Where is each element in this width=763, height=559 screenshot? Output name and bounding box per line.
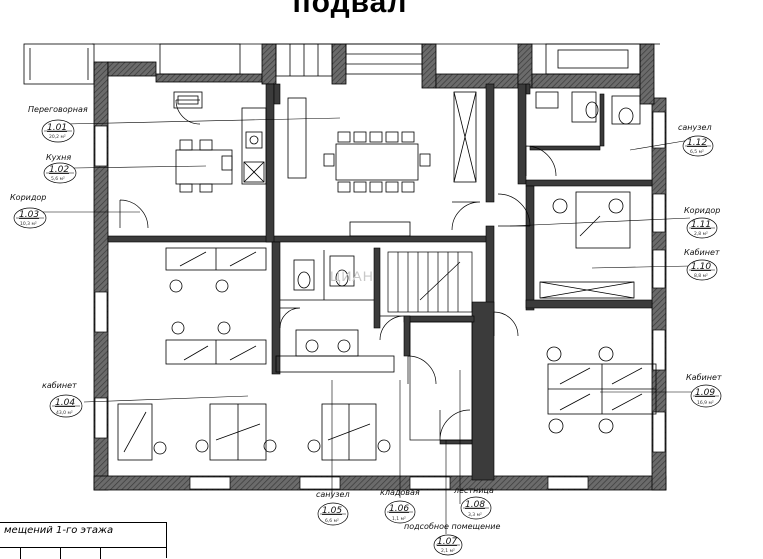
svg-text:кладовая: кладовая	[380, 488, 420, 497]
svg-text:Коридор: Коридор	[10, 193, 46, 202]
room-tag-1.10: Кабинет 1.10 8,8 м²	[684, 248, 720, 281]
room-tag-1.11: Коридор 1.11 2,8 м²	[684, 206, 720, 239]
svg-text:Кабинет: Кабинет	[684, 248, 720, 257]
svg-text:20,2 м²: 20,2 м²	[49, 134, 66, 140]
svg-text:санузел: санузел	[316, 490, 350, 499]
svg-text:2,1 м²: 2,1 м²	[441, 548, 455, 554]
svg-text:16,9 м²: 16,9 м²	[697, 400, 714, 406]
room-tag-1.06: кладовая 1.06 1,1 м²	[380, 488, 420, 524]
svg-text:кабинет: кабинет	[42, 381, 77, 390]
legend-cell	[20, 548, 61, 559]
svg-text:Кабинет: Кабинет	[686, 373, 722, 382]
legend-row	[0, 547, 166, 559]
legend-table: мещений 1-го этажа	[0, 522, 167, 559]
svg-text:1.06: 1.06	[389, 504, 409, 514]
svg-text:1.02: 1.02	[49, 165, 69, 175]
room-tag-1.01: Переговорная 1.01 20,2 м²	[28, 105, 88, 143]
furniture	[173, 91, 477, 237]
legend-caption: мещений 1-го этажа	[4, 525, 114, 536]
outer-walls	[93, 43, 667, 491]
svg-text:43,0 м²: 43,0 м²	[56, 410, 73, 416]
room-tag-1.12: санузел 1.12 6,5 м²	[678, 123, 714, 157]
svg-text:Переговорная: Переговорная	[28, 105, 88, 114]
svg-text:1.12: 1.12	[687, 138, 707, 148]
room-tag-1.02: Кухня 1.02 5,6 м²	[43, 153, 77, 184]
doors	[119, 99, 557, 441]
room-tags: Переговорная 1.01 20,2 м² Кухня 1.02 5,6…	[10, 105, 722, 556]
svg-text:1.01: 1.01	[47, 123, 67, 133]
svg-text:1.03: 1.03	[19, 210, 39, 220]
svg-text:1.04: 1.04	[55, 398, 75, 408]
room-tag-1.03: Коридор 1.03 10,3 м²	[10, 193, 46, 229]
room-tag-1.04: кабинет 1.04 43,0 м²	[42, 381, 83, 418]
svg-text:1.05: 1.05	[322, 506, 342, 516]
svg-text:6,6 м²: 6,6 м²	[325, 518, 339, 524]
svg-text:8,8 м²: 8,8 м²	[694, 273, 708, 279]
office-desks	[117, 247, 391, 461]
legend-cell	[0, 548, 21, 559]
svg-text:1.10: 1.10	[691, 262, 711, 272]
svg-text:Кухня: Кухня	[46, 153, 71, 162]
svg-text:1.11: 1.11	[691, 220, 711, 230]
svg-text:Коридор: Коридор	[684, 206, 720, 215]
svg-text:санузел: санузел	[678, 123, 712, 132]
svg-text:6,5 м²: 6,5 м²	[690, 149, 704, 155]
interior-walls	[107, 83, 653, 481]
svg-text:1.08: 1.08	[465, 500, 485, 510]
svg-text:1.09: 1.09	[695, 388, 715, 398]
svg-text:подсобное помещение: подсобное помещение	[404, 522, 500, 531]
svg-text:3,3 м²: 3,3 м²	[468, 512, 482, 518]
svg-text:10,3 м²: 10,3 м²	[20, 221, 37, 227]
room-tag-1.09: Кабинет 1.09 16,9 м²	[686, 373, 722, 408]
windows	[94, 111, 666, 490]
svg-text:лестница: лестница	[453, 486, 494, 495]
watermark: ЦИАН	[330, 268, 374, 284]
office-desks-right	[539, 191, 657, 434]
svg-text:1.07: 1.07	[437, 537, 457, 547]
svg-text:2,8 м²: 2,8 м²	[694, 231, 708, 237]
room-tag-1.05: санузел 1.05 6,6 м²	[316, 490, 350, 526]
svg-text:1,1 м²: 1,1 м²	[392, 516, 406, 522]
room-tag-1.07: подсобное помещение 1.07 2,1 м²	[404, 522, 500, 556]
legend-cell	[60, 548, 101, 559]
restroom-fixtures	[275, 91, 641, 373]
room-tag-1.08: лестница 1.08 3,3 м²	[453, 486, 494, 520]
svg-text:5,6 м²: 5,6 м²	[51, 176, 65, 182]
leader-lines	[40, 117, 694, 534]
stairs	[387, 251, 473, 441]
page-title: подвал	[292, 0, 408, 19]
exterior-details	[23, 43, 660, 85]
